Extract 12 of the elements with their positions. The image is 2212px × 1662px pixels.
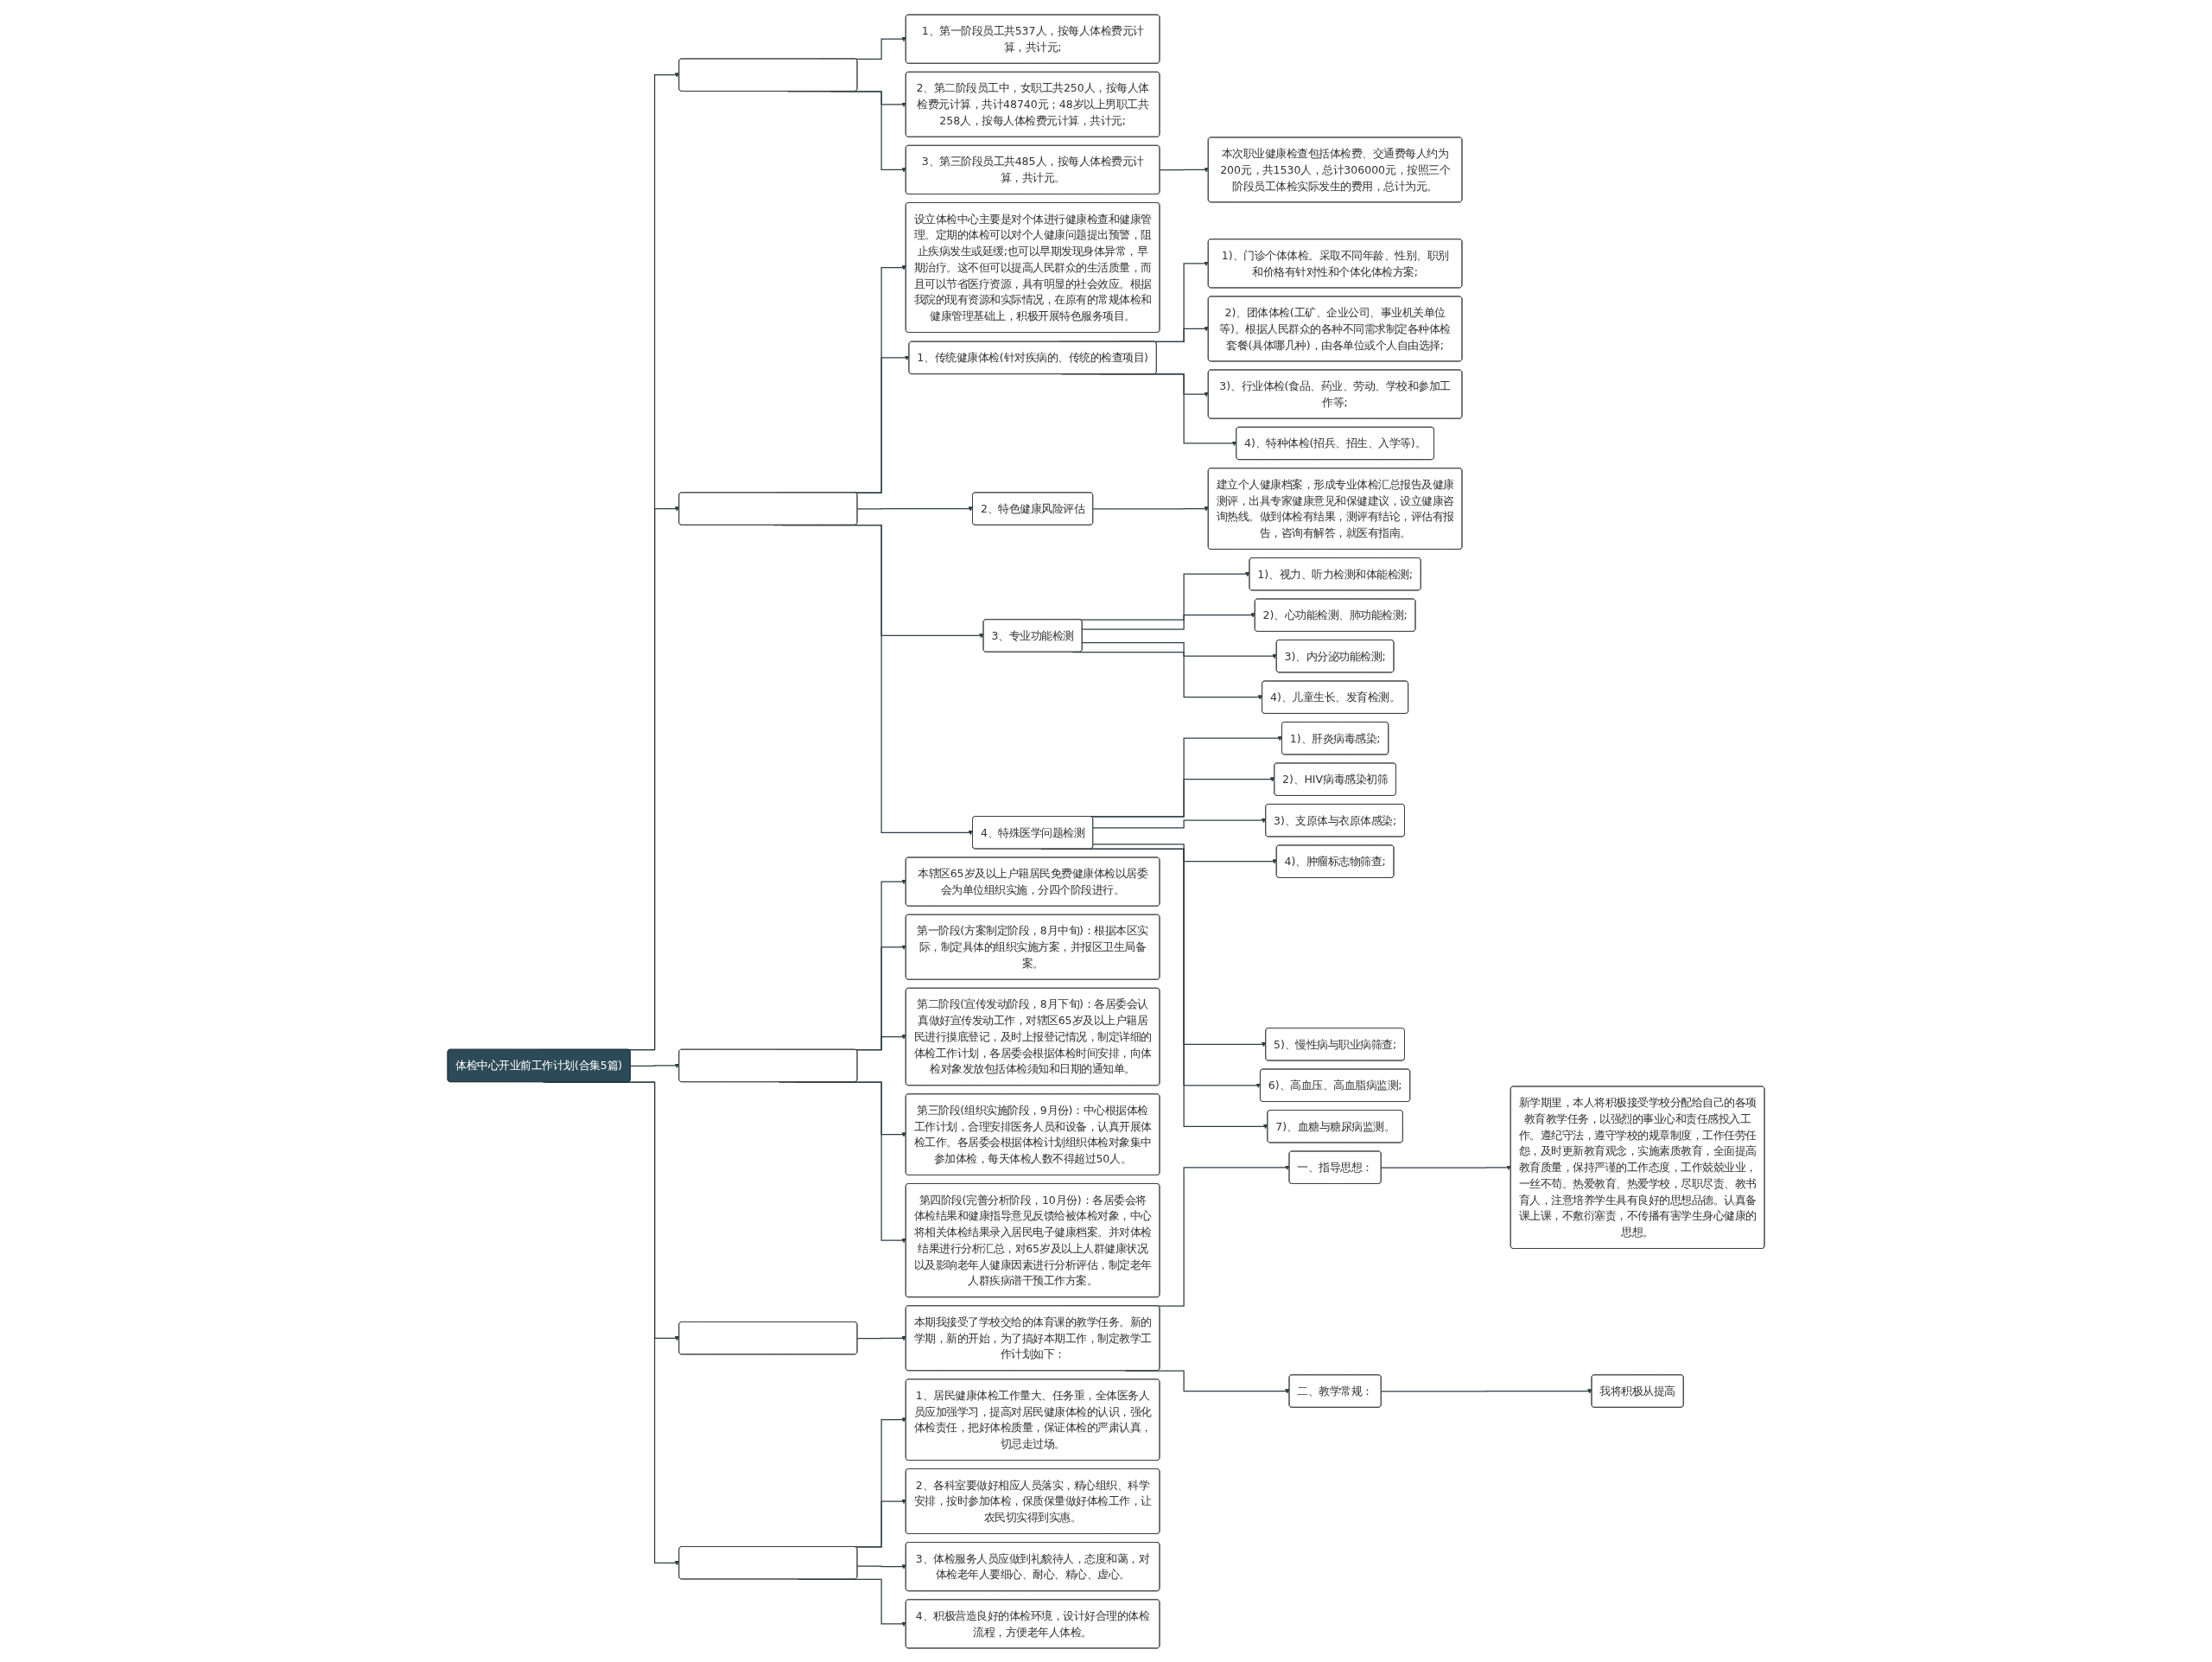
arrow: [1092, 818, 1267, 829]
arrow: [1092, 506, 1209, 512]
arrow: [630, 1062, 680, 1068]
arrow: [1380, 1388, 1592, 1394]
arrow: [856, 1563, 906, 1570]
arrow: [1159, 167, 1209, 172]
arrow: [1081, 641, 1277, 659]
arrow: [856, 1335, 906, 1340]
arrow: [1380, 1164, 1511, 1170]
arrow: [1092, 843, 1277, 864]
arrow: [1081, 612, 1255, 630]
arrow: [856, 506, 974, 512]
